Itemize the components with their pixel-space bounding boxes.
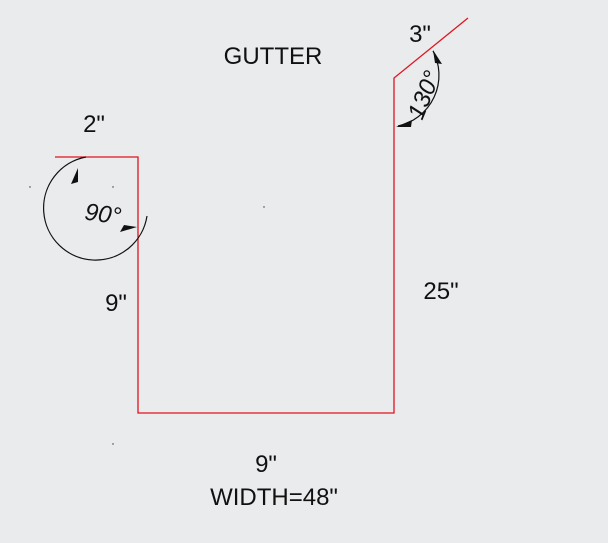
stray-dot [112,443,114,445]
dimension-bottom: 9" [255,451,277,478]
stray-dot [112,186,114,188]
dimension-left-side: 9" [105,290,127,317]
dimension-right-side: 25" [423,278,458,305]
right-angle-arrow-bottom [396,120,412,127]
left-angle-arrow-top [71,168,78,184]
right-angle-arrow-top [433,50,442,64]
dimension-right-flange: 3" [409,21,431,48]
left-angle-arc [43,156,148,261]
gutter-profile-line [55,17,469,414]
angle-left-label: 90° [83,199,123,231]
angle-right-label: 130° [403,67,447,124]
dimension-width: WIDTH=48" [210,484,338,511]
stray-dot [263,206,265,208]
diagram-title: GUTTER [224,43,323,70]
stray-dot [29,186,31,188]
left-angle-arrow-bottom [120,225,137,232]
dimension-left-flange: 2" [83,111,105,138]
